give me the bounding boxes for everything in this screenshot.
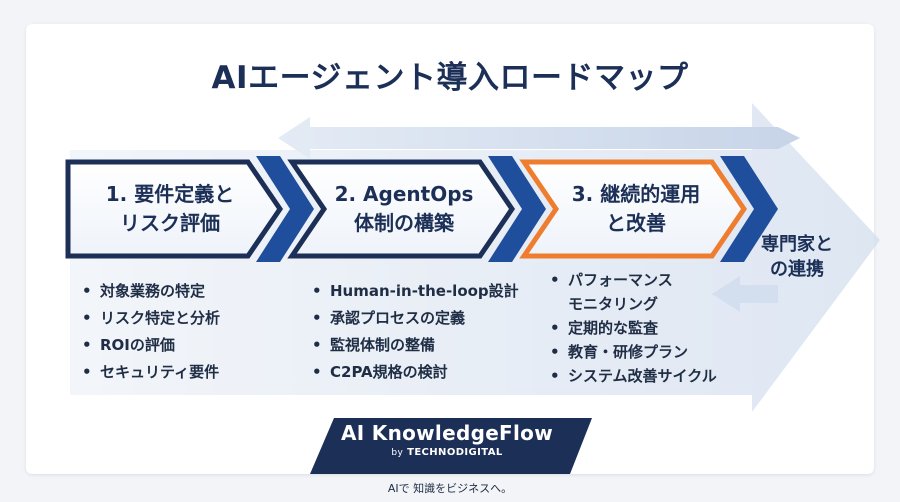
- brand-name: AI KnowledgeFlow: [341, 421, 553, 445]
- top-return-arrow: [278, 117, 800, 159]
- list-item: パフォーマンス: [550, 268, 717, 292]
- feedback-arrow: [712, 276, 778, 312]
- brand-logo: AI KnowledgeFlow by TECHNODIGITAL: [312, 420, 582, 460]
- step-2-bullets: Human-in-the-loop設計 承認プロセスの定義 監視体制の整備 C2…: [312, 278, 519, 386]
- list-item: Human-in-the-loop設計: [312, 278, 519, 305]
- step-1-chevron: [65, 156, 314, 262]
- logo-banner: [310, 418, 592, 474]
- list-item: C2PA規格の検討: [312, 359, 519, 386]
- step-1-label: 1. 要件定義と リスク評価: [105, 182, 235, 235]
- list-item: セキュリティ要件: [82, 359, 220, 386]
- list-item: リスク特定と分析: [82, 305, 220, 332]
- list-item: 承認プロセスの定義: [312, 305, 519, 332]
- step-1-bullets: 対象業務の特定 リスク特定と分析 ROIの評価 セキュリティ要件: [82, 278, 220, 386]
- step-2-label: 2. AgentOps 体制の構築: [334, 182, 474, 235]
- list-item: 教育・研修プラン: [550, 340, 717, 364]
- page-title: AIエージェント導入ロードマップ: [211, 60, 689, 96]
- step-3-bullets: パフォーマンス モニタリング 定期的な監査 教育・研修プラン システム改善サイク…: [550, 268, 717, 388]
- expert-collaboration-label: 専門家と の連携: [761, 234, 833, 280]
- list-item: モニタリング: [568, 295, 659, 313]
- list-item: システム改善サイクル: [550, 364, 717, 388]
- list-item: ROIの評価: [82, 332, 220, 359]
- tagline: AIで 知識をビジネスへ。: [387, 482, 513, 495]
- step-2-chevron: [287, 156, 546, 262]
- step-3-chevron: [519, 156, 778, 262]
- step-3-label: 3. 継続的運用 と改善: [571, 182, 701, 235]
- list-item: 監視体制の整備: [312, 332, 519, 359]
- list-item: 対象業務の特定: [82, 278, 220, 305]
- brand-sub: by TECHNODIGITAL: [391, 447, 503, 458]
- list-item: 定期的な監査: [550, 316, 717, 340]
